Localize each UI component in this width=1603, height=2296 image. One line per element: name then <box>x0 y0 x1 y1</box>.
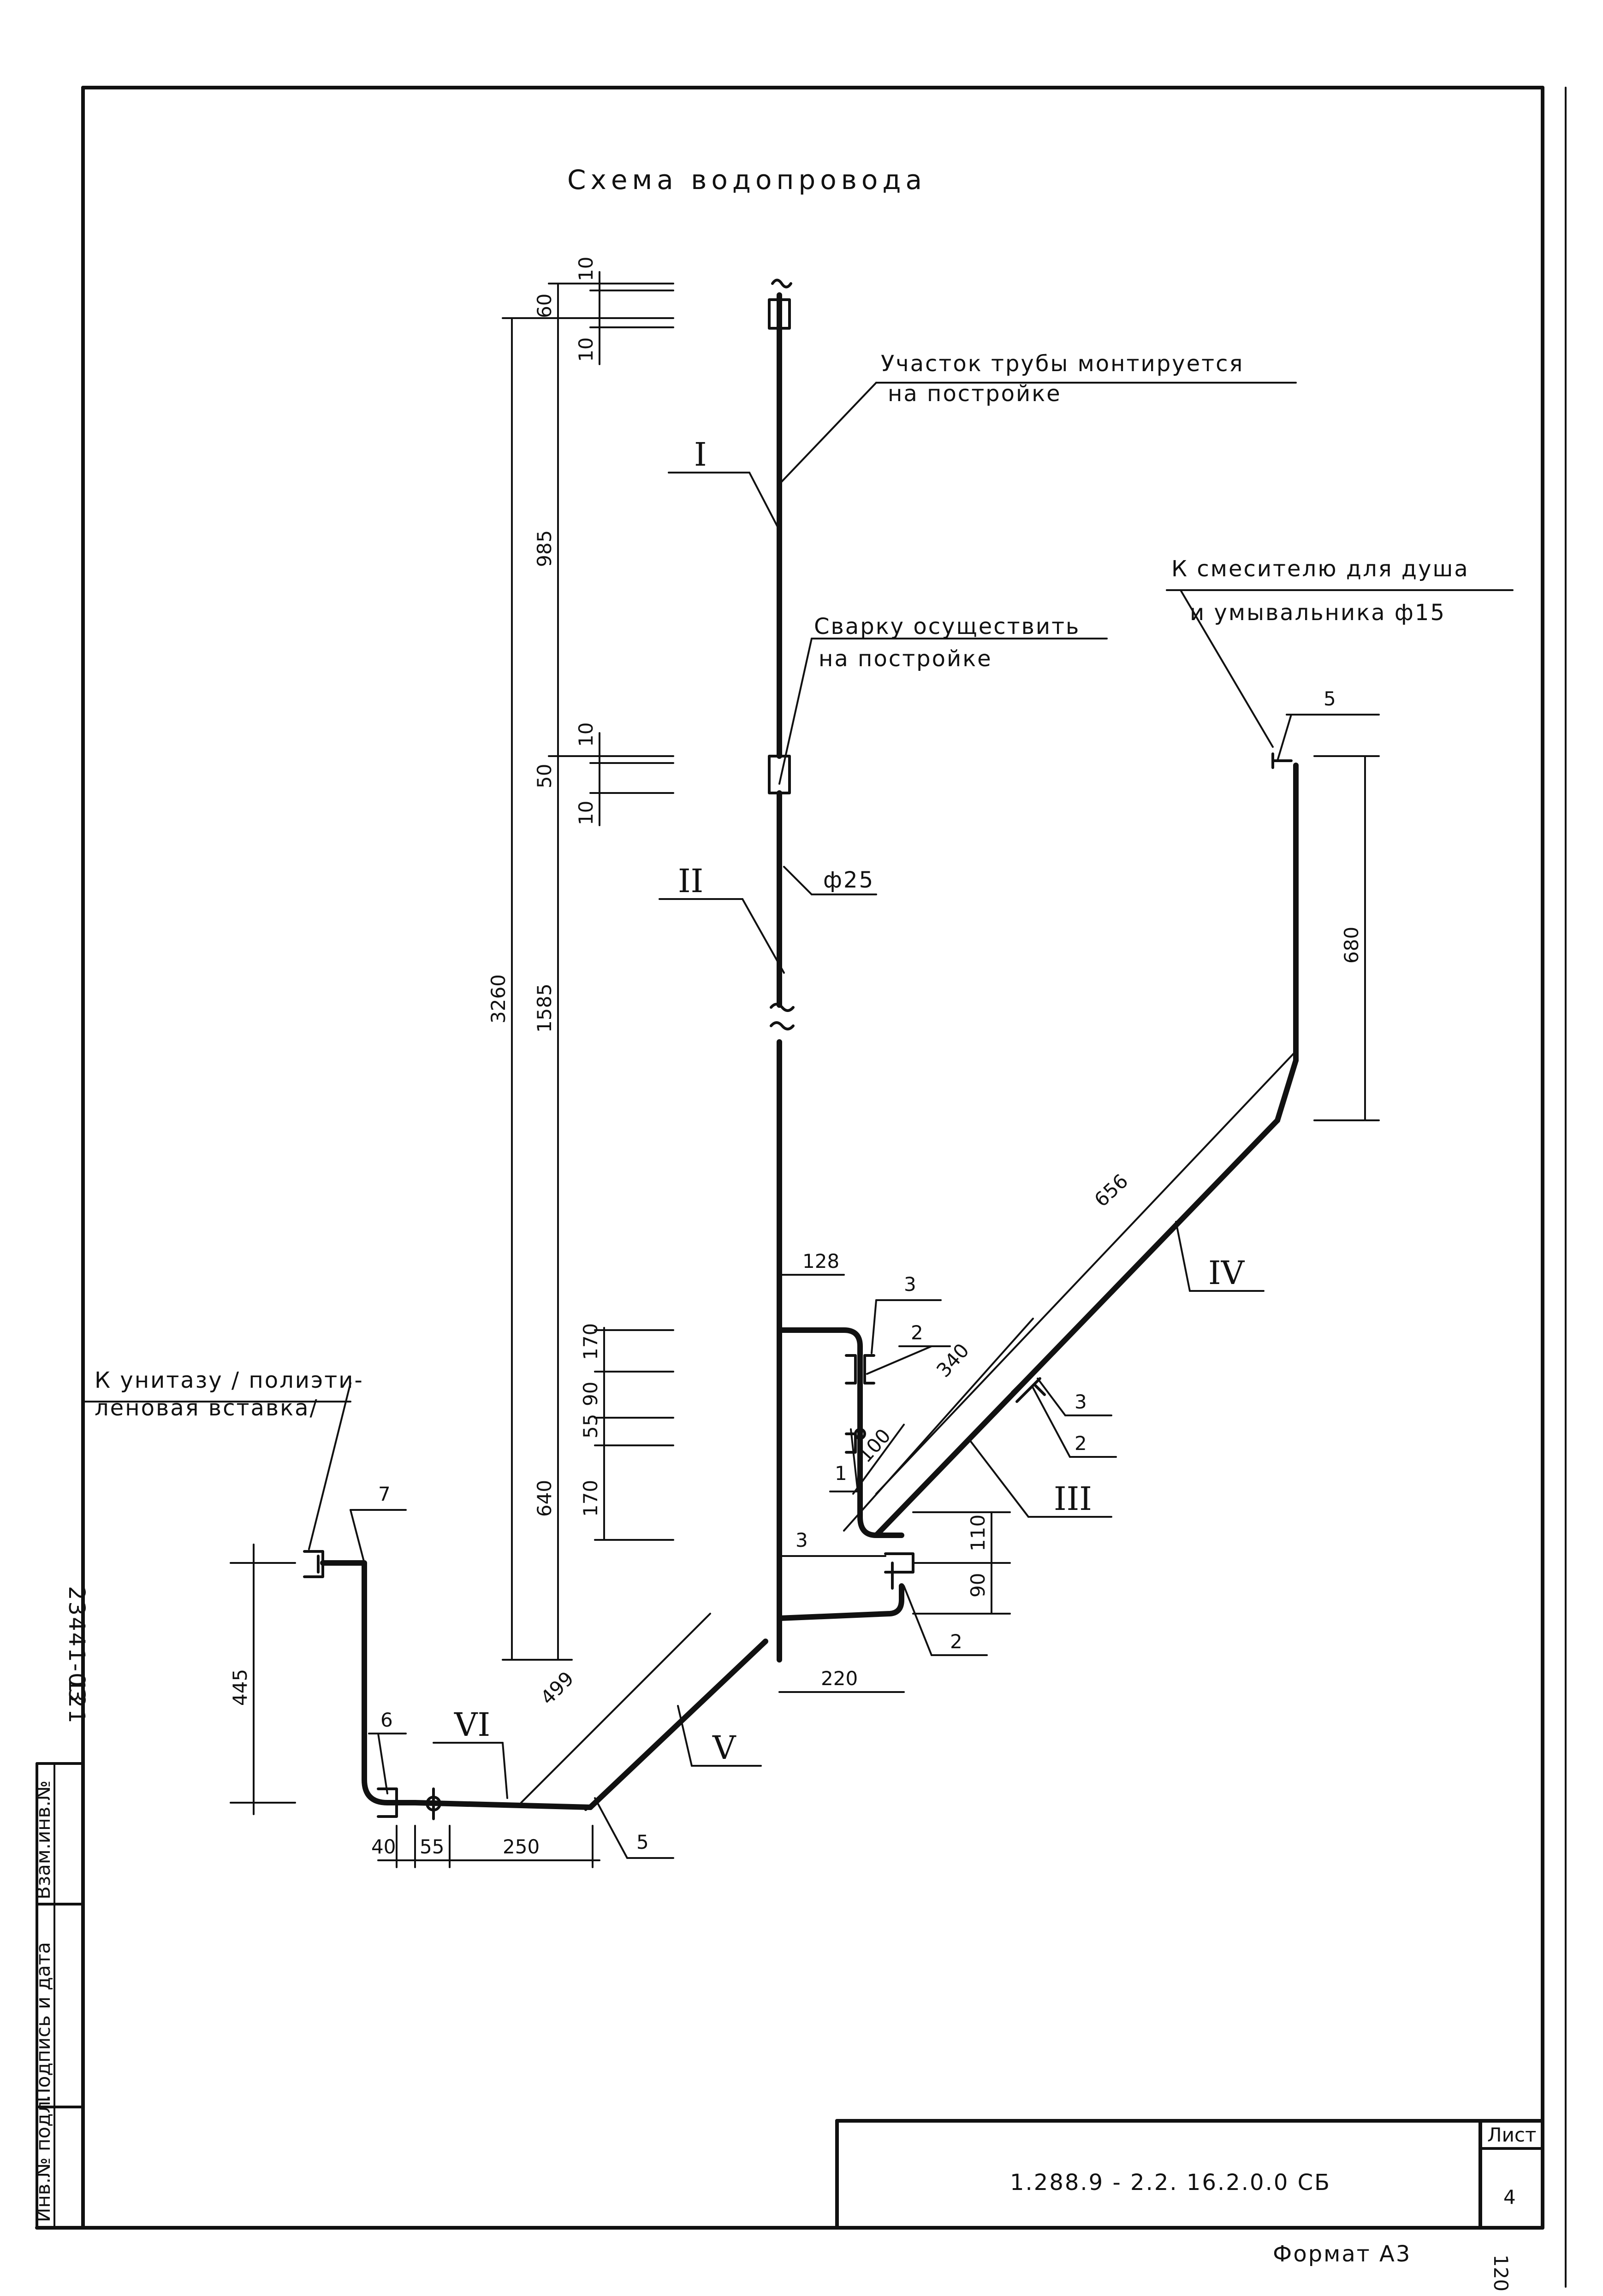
title-block: Лист 4 1.288.9 - 2.2. 16.2.0.0 СБ Формат… <box>835 2119 1544 2291</box>
section-label-1: I <box>694 436 707 473</box>
dim-v-11: 90 <box>579 1382 602 1406</box>
position-3a: 3 <box>904 1273 916 1296</box>
dim-v-13: 170 <box>579 1480 602 1517</box>
position-2c: 2 <box>950 1630 962 1653</box>
dim-v-5: 10 <box>575 722 597 747</box>
sheet-frame <box>35 86 1567 2288</box>
drawing-title: Схема водопровода <box>567 164 926 195</box>
dim-b-12: 55 <box>420 1835 444 1858</box>
format-label: Формат А3 <box>1273 2241 1411 2267</box>
section-label-3: III <box>1054 1480 1092 1518</box>
note-toilet-1: К унитазу / полиэти- <box>95 1367 364 1393</box>
section-label-6: VI <box>454 1706 490 1744</box>
page-number: 120 <box>1490 2255 1512 2291</box>
dim-b-7: 656 <box>1090 1170 1132 1212</box>
riser-pipe <box>768 278 795 1663</box>
lower-branch <box>303 1550 904 1820</box>
position-markers: 1 2 2 2 3 3 3 5 5 6 7 <box>368 687 1375 1859</box>
vertical-dimensions: 10 60 10 985 10 50 10 1585 3260 170 90 5… <box>487 257 674 1661</box>
position-6: 6 <box>380 1709 393 1731</box>
coupling-fitting <box>845 1354 1046 1590</box>
stamp-col-2: Подпись и дата <box>32 1942 54 2102</box>
dim-v-8: 1585 <box>533 983 556 1033</box>
dim-b-9: 499 <box>536 1667 578 1709</box>
section-markers: I II III IV V VI <box>433 436 1265 1799</box>
dim-v-9: 3260 <box>487 974 510 1024</box>
notes: Участок трубы монтируется на постройке С… <box>95 351 1469 1421</box>
position-2a: 2 <box>911 1321 923 1344</box>
section-label-5: V <box>712 1729 736 1767</box>
side-stamp: Инв.№ подл. Подпись и дата Взам.инв.№ 23… <box>32 1586 89 2229</box>
note-mixer-1: К смесителю для душа <box>1171 556 1469 582</box>
sheet-label: Лист <box>1487 2124 1536 2146</box>
section-label-4: IV <box>1208 1254 1245 1292</box>
dim-b-13: 250 <box>503 1835 540 1858</box>
dim-v-14: 640 <box>533 1480 556 1517</box>
note-mixer-2: и умывальника ф15 <box>1190 600 1446 626</box>
stamp-col-3: Взам.инв.№ <box>32 1781 54 1900</box>
branch-dimensions: 128 340 100 110 90 220 656 680 499 445 4… <box>229 755 1380 1868</box>
upper-branch <box>777 752 1299 1590</box>
dim-v-7: 10 <box>575 801 597 825</box>
position-5a: 5 <box>1324 687 1336 710</box>
section-label-2: II <box>678 862 703 900</box>
dim-v-12: 55 <box>579 1414 602 1438</box>
note-welding-1: Сварку осуществить <box>814 614 1080 639</box>
dim-v-6: 50 <box>533 764 556 788</box>
inventory-number: 23441-03 <box>64 1586 89 1704</box>
position-5b: 5 <box>636 1831 649 1853</box>
note-mounting-1: Участок трубы монтируется <box>881 351 1244 377</box>
position-2b: 2 <box>1075 1432 1087 1455</box>
sheet-number: 4 <box>1503 2186 1516 2208</box>
dim-v-2: 60 <box>533 294 556 318</box>
dim-b-1: 128 <box>802 1250 839 1272</box>
note-welding-2: на постройке <box>819 646 992 672</box>
position-1: 1 <box>835 1462 847 1485</box>
note-mounting-2: на постройке <box>888 381 1062 407</box>
position-3c: 3 <box>796 1529 808 1551</box>
dim-b-8: 680 <box>1340 927 1363 964</box>
dim-b-6: 220 <box>821 1667 858 1690</box>
position-7: 7 <box>378 1483 391 1505</box>
stamp-col-1: Инв.№ подл. <box>32 2095 54 2222</box>
dim-v-1: 10 <box>575 257 597 281</box>
dim-v-3: 10 <box>575 337 597 362</box>
dim-b-11: 40 <box>371 1835 396 1858</box>
dim-v-10: 170 <box>579 1323 602 1360</box>
leader-lines <box>82 382 1514 1564</box>
position-3b: 3 <box>1075 1391 1087 1413</box>
dim-b-5: 90 <box>967 1573 989 1598</box>
dim-b-10: 445 <box>229 1669 251 1706</box>
note-toilet-2: леновая вставка/ <box>95 1395 319 1421</box>
dim-v-4: 985 <box>533 530 556 567</box>
document-code: 1.288.9 - 2.2. 16.2.0.0 СБ <box>1010 2170 1331 2195</box>
dim-b-4: 110 <box>967 1515 989 1551</box>
pipe-diameter: ф25 <box>823 867 874 893</box>
sheet-ref: 121 <box>64 1678 89 1725</box>
